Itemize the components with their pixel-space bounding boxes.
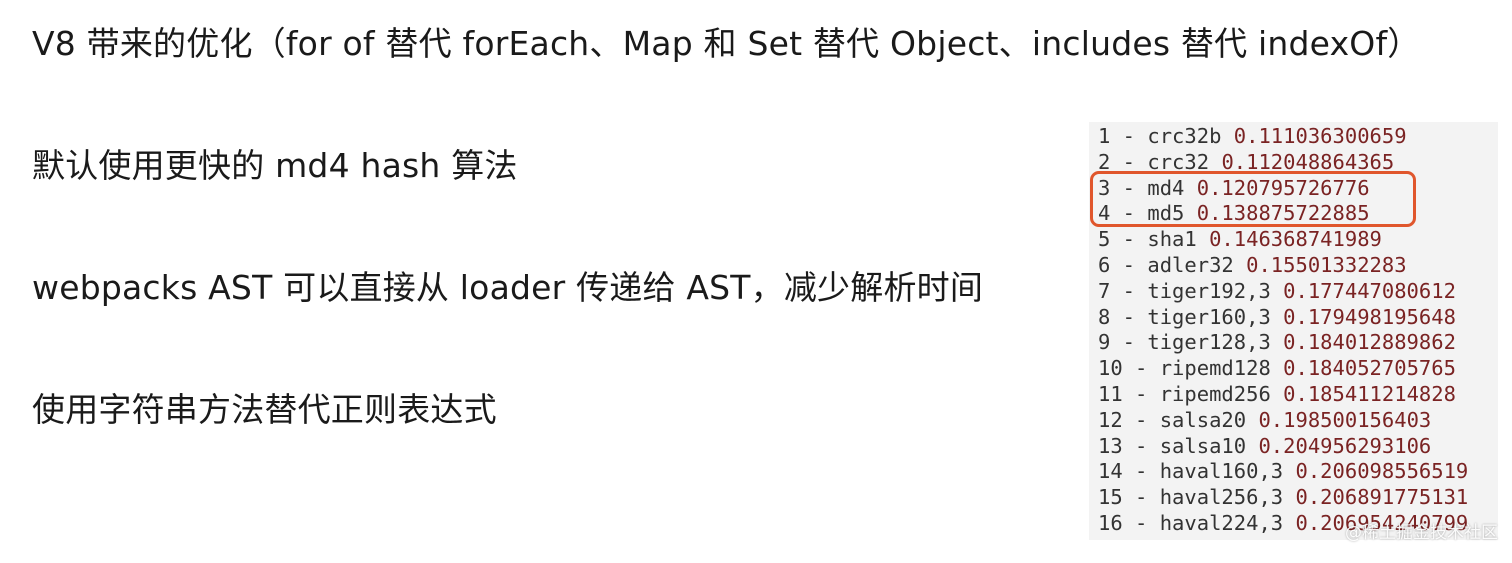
benchmark-row: 9 - tiger128,3 0.184012889862 — [1098, 330, 1468, 356]
benchmark-row: 1 - crc32b 0.111036300659 — [1098, 124, 1468, 150]
row-time: 0.111036300659 — [1233, 124, 1407, 148]
row-algorithm: adler32 — [1147, 252, 1234, 277]
row-index: 6 — [1098, 252, 1111, 277]
row-time: 0.198500156403 — [1258, 407, 1432, 432]
row-time: 0.177447080612 — [1283, 278, 1456, 303]
benchmark-row: 11 - ripemd256 0.185411214828 — [1098, 382, 1468, 408]
benchmark-row: 16 - haval224,3 0.206954240799 — [1098, 511, 1468, 537]
row-separator: - — [1122, 510, 1160, 535]
row-separator: - — [1110, 201, 1148, 226]
slide-line-v8-optimizations: V8 带来的优化（for of 替代 forEach、Map 和 Set 替代 … — [32, 24, 1421, 63]
row-separator: - — [1122, 459, 1160, 484]
row-index: 11 — [1098, 381, 1123, 406]
row-time: 0.206098556519 — [1295, 459, 1469, 484]
row-separator: - — [1122, 433, 1160, 458]
benchmark-row: 12 - salsa20 0.198500156403 — [1098, 408, 1468, 434]
row-algorithm: crc32 — [1147, 149, 1210, 174]
row-time: 0.184012889862 — [1283, 330, 1456, 355]
row-separator: - — [1110, 227, 1148, 252]
benchmark-row: 15 - haval256,3 0.206891775131 — [1098, 485, 1468, 511]
benchmark-row: 4 - md5 0.138875722885 — [1098, 201, 1468, 227]
benchmark-row: 13 - salsa10 0.204956293106 — [1098, 434, 1468, 460]
row-algorithm: haval160,3 — [1159, 459, 1284, 484]
benchmark-row: 7 - tiger192,3 0.177447080612 — [1098, 279, 1468, 305]
row-index: 7 — [1098, 278, 1111, 303]
row-algorithm: salsa20 — [1159, 407, 1247, 432]
row-separator: - — [1110, 252, 1148, 277]
row-time: 0.112048864365 — [1221, 149, 1395, 174]
row-index: 15 — [1098, 485, 1123, 510]
row-separator: - — [1110, 149, 1148, 174]
row-algorithm: md4 — [1147, 175, 1185, 200]
row-separator: - — [1122, 381, 1160, 406]
benchmark-row: 6 - adler32 0.15501332283 — [1098, 253, 1468, 279]
row-algorithm: ripemd256 — [1159, 381, 1271, 406]
row-time: 0.179498195648 — [1283, 304, 1456, 329]
row-index: 8 — [1098, 304, 1111, 329]
row-separator: - — [1122, 485, 1160, 510]
slide-line-string-methods: 使用字符串方法替代正则表达式 — [32, 390, 497, 429]
benchmark-row: 10 - ripemd128 0.184052705765 — [1098, 356, 1468, 382]
row-time: 0.206954240799 — [1295, 510, 1469, 535]
row-index: 13 — [1098, 433, 1123, 458]
benchmark-row: 3 - md4 0.120795726776 — [1098, 176, 1468, 202]
benchmark-row: 5 - sha1 0.146368741989 — [1098, 227, 1468, 253]
row-algorithm: sha1 — [1147, 227, 1197, 252]
row-algorithm: haval224,3 — [1159, 510, 1284, 535]
row-separator: - — [1110, 330, 1148, 355]
row-algorithm: salsa10 — [1159, 433, 1247, 458]
row-algorithm: tiger192,3 — [1147, 278, 1271, 303]
row-algorithm: tiger160,3 — [1147, 304, 1271, 329]
row-index: 14 — [1098, 459, 1123, 484]
row-index: 3 — [1098, 175, 1111, 200]
row-separator: - — [1110, 124, 1148, 148]
row-separator: - — [1122, 407, 1160, 432]
row-algorithm: haval256,3 — [1159, 485, 1284, 510]
row-time: 0.146368741989 — [1209, 227, 1382, 252]
row-index: 1 — [1098, 124, 1111, 148]
row-time: 0.138875722885 — [1196, 201, 1370, 226]
row-time: 0.120795726776 — [1196, 175, 1370, 200]
row-time: 0.206891775131 — [1295, 485, 1469, 510]
row-index: 5 — [1098, 227, 1111, 252]
slide-line-webpack-ast: webpacks AST 可以直接从 loader 传递给 AST，减少解析时间 — [32, 268, 984, 307]
row-index: 4 — [1098, 201, 1111, 226]
row-index: 2 — [1098, 149, 1111, 174]
row-index: 12 — [1098, 407, 1123, 432]
row-algorithm: tiger128,3 — [1147, 330, 1271, 355]
row-index: 10 — [1098, 356, 1123, 381]
row-algorithm: md5 — [1147, 201, 1185, 226]
watermark: @稀土掘金技术社区 — [1345, 523, 1498, 543]
row-index: 16 — [1098, 510, 1123, 535]
row-time: 0.184052705765 — [1283, 356, 1456, 381]
row-time: 0.15501332283 — [1246, 252, 1407, 277]
row-separator: - — [1122, 356, 1160, 381]
row-separator: - — [1110, 304, 1148, 329]
row-algorithm: crc32b — [1147, 124, 1222, 148]
benchmark-row: 2 - crc32 0.112048864365 — [1098, 150, 1468, 176]
row-separator: - — [1110, 175, 1148, 200]
row-separator: - — [1110, 278, 1148, 303]
row-time: 0.185411214828 — [1283, 381, 1456, 406]
row-algorithm: ripemd128 — [1159, 356, 1271, 381]
benchmark-row: 8 - tiger160,3 0.179498195648 — [1098, 305, 1468, 331]
row-index: 9 — [1098, 330, 1111, 355]
row-time: 0.204956293106 — [1258, 433, 1432, 458]
benchmark-row: 14 - haval160,3 0.206098556519 — [1098, 459, 1468, 485]
slide-line-md4-hash: 默认使用更快的 md4 hash 算法 — [32, 146, 518, 185]
